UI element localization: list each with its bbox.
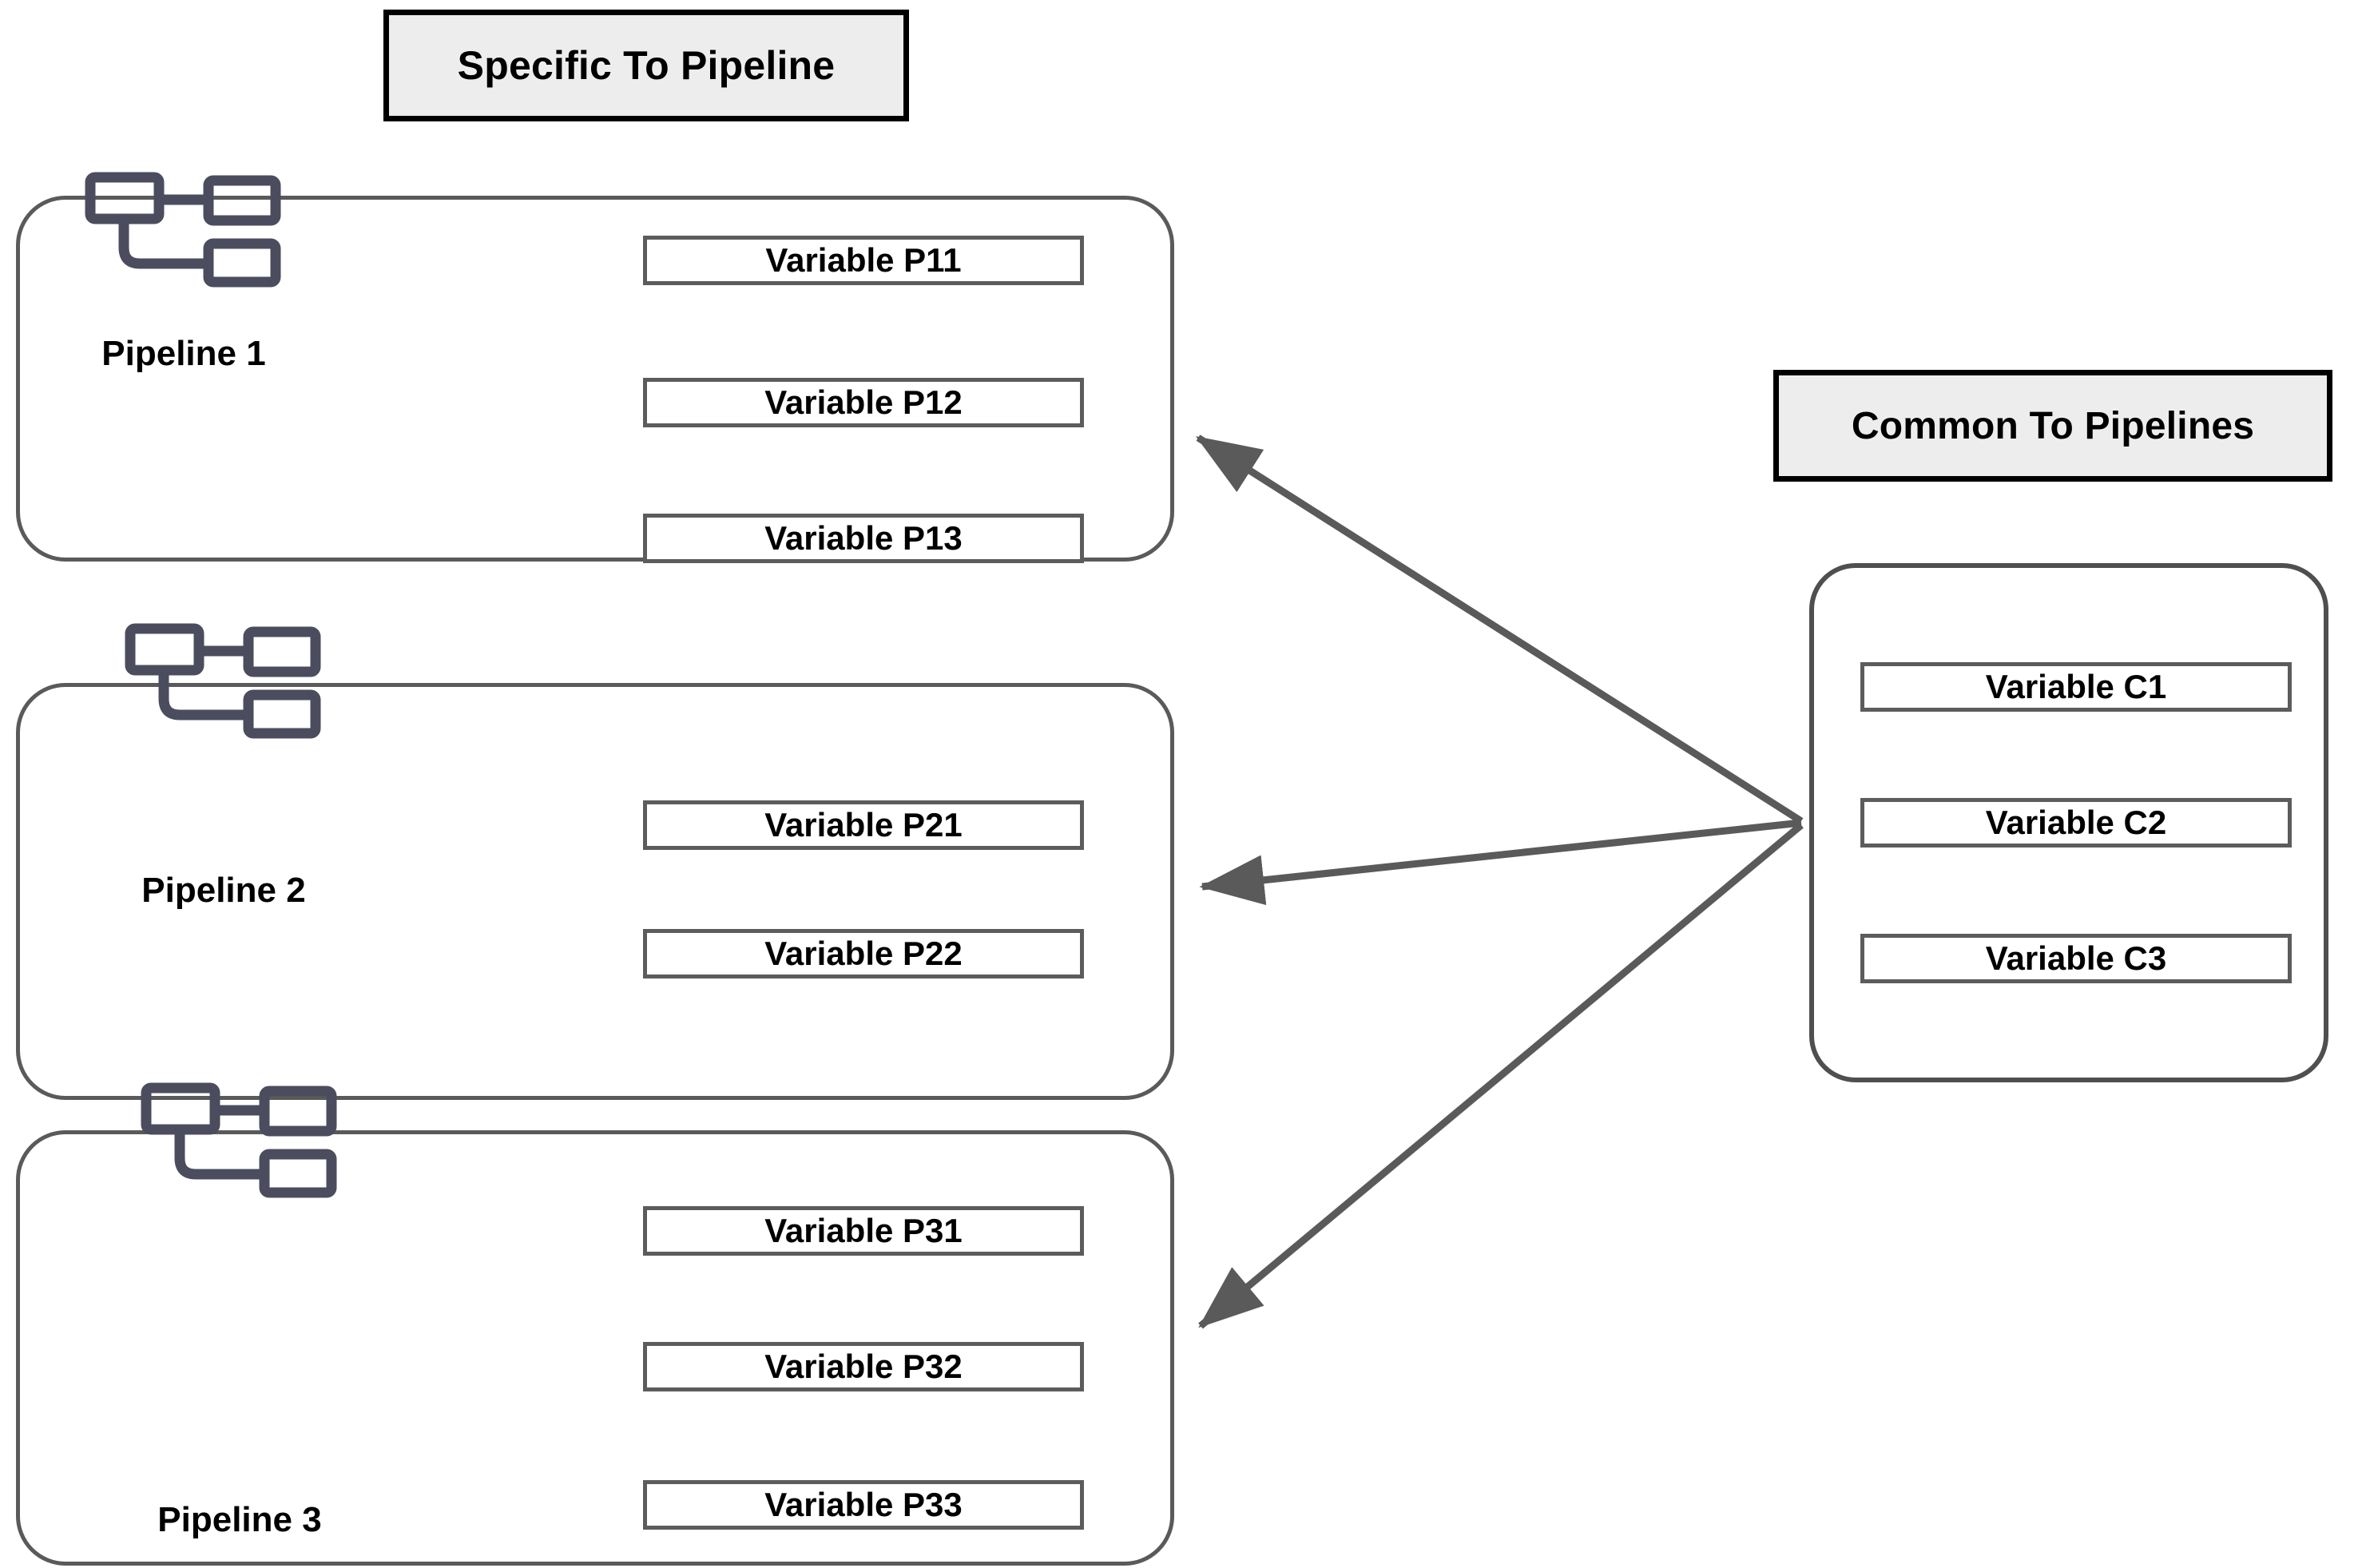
variable-chip-label: Variable C2 xyxy=(1985,804,2167,841)
pipeline-flow-icon-3 xyxy=(141,1082,337,1198)
arrow-common-to-pipeline-1 xyxy=(1195,435,1804,824)
header-common-label: Common To Pipelines xyxy=(1851,404,2255,447)
header-specific-to-pipeline: Specific To Pipeline xyxy=(383,10,909,121)
pipeline-flow-icon-1 xyxy=(85,172,281,288)
variable-chip-p13[interactable]: Variable P13 xyxy=(643,514,1084,563)
variable-chip-p22[interactable]: Variable P22 xyxy=(643,929,1084,979)
pipeline-label-1: Pipeline 1 xyxy=(101,334,266,373)
variable-chip-c2[interactable]: Variable C2 xyxy=(1860,798,2292,848)
variable-chip-label: Variable C1 xyxy=(1985,668,2167,705)
variable-chip-label: Variable P13 xyxy=(764,519,963,557)
variable-chip-label: Variable P12 xyxy=(764,383,963,421)
variable-chip-p33[interactable]: Variable P33 xyxy=(643,1480,1084,1530)
pipeline-label-3: Pipeline 3 xyxy=(157,1500,322,1539)
variable-chip-p31[interactable]: Variable P31 xyxy=(643,1206,1084,1256)
pipeline-flow-icon-2 xyxy=(125,623,321,739)
variable-chip-p12[interactable]: Variable P12 xyxy=(643,378,1084,427)
variable-chip-c1[interactable]: Variable C1 xyxy=(1860,662,2292,712)
common-variables-card[interactable]: Variable C1 Variable C2 Variable C3 xyxy=(1809,563,2328,1082)
variable-chip-label: Variable P33 xyxy=(764,1486,963,1523)
variable-chip-c3[interactable]: Variable C3 xyxy=(1860,934,2292,983)
header-specific-label: Specific To Pipeline xyxy=(457,43,836,88)
variable-chip-label: Variable P11 xyxy=(765,241,962,279)
variable-chip-p21[interactable]: Variable P21 xyxy=(643,800,1084,850)
header-common-to-pipelines: Common To Pipelines xyxy=(1773,370,2332,482)
variable-chip-label: Variable P22 xyxy=(764,935,963,972)
pipeline-card-2[interactable] xyxy=(16,683,1174,1100)
variable-chip-label: Variable C3 xyxy=(1985,939,2167,977)
variable-chip-p11[interactable]: Variable P11 xyxy=(643,236,1084,285)
variable-chip-label: Variable P31 xyxy=(764,1212,963,1249)
arrow-common-to-pipeline-3 xyxy=(1198,822,1804,1329)
variable-chip-label: Variable P32 xyxy=(764,1348,963,1385)
pipeline-label-2: Pipeline 2 xyxy=(141,871,306,910)
variable-chip-p32[interactable]: Variable P32 xyxy=(643,1342,1084,1391)
variable-chip-label: Variable P21 xyxy=(764,806,963,844)
arrow-common-to-pipeline-2 xyxy=(1199,819,1802,906)
